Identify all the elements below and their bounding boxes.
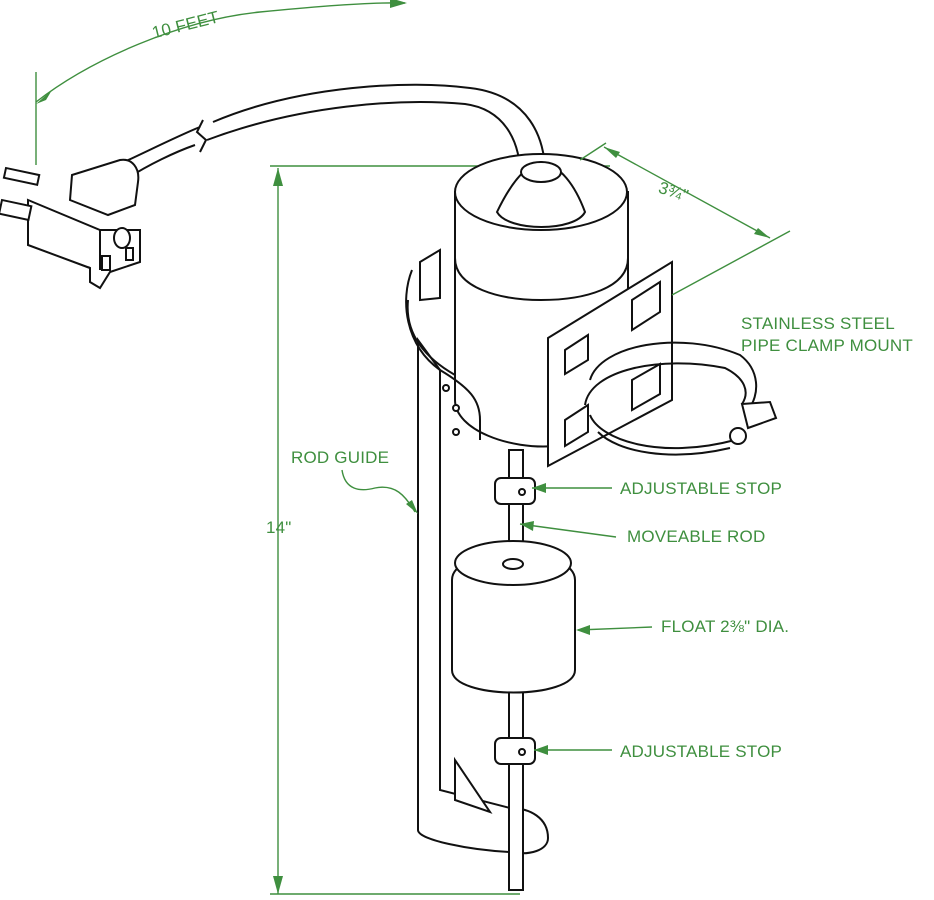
height-label: 14": [266, 518, 292, 537]
rod-guide-label: ROD GUIDE: [291, 448, 390, 467]
cord-length-arrowheads: [36, 0, 407, 104]
float-label: FLOAT 2⅜" DIA.: [661, 617, 790, 636]
clamp-label-line1: STAINLESS STEEL: [741, 314, 895, 333]
height-arrowheads: [273, 168, 283, 894]
moveable-rod-label: MOVEABLE ROD: [627, 527, 766, 546]
cord-length-dimension: [35, 2, 610, 167]
rod-guide-bracket: [405, 248, 550, 855]
pipe-clamp: [584, 341, 778, 456]
power-cord: [121, 83, 546, 179]
upper-stop-label: ADJUSTABLE STOP: [620, 479, 783, 498]
height-dimension: [270, 168, 520, 895]
leader-arrowheads: [406, 483, 590, 755]
width-dimension: [579, 142, 791, 296]
plug-icon: [0, 158, 141, 290]
upper-adjustable-stop: [494, 477, 536, 505]
mount-plate: [547, 260, 673, 468]
width-arrowheads: [604, 147, 770, 238]
lower-adjustable-stop: [494, 737, 536, 765]
clamp-label-line2: PIPE CLAMP MOUNT: [741, 336, 913, 355]
float-cylinder: [451, 540, 576, 694]
lower-stop-label: ADJUSTABLE STOP: [620, 742, 783, 761]
